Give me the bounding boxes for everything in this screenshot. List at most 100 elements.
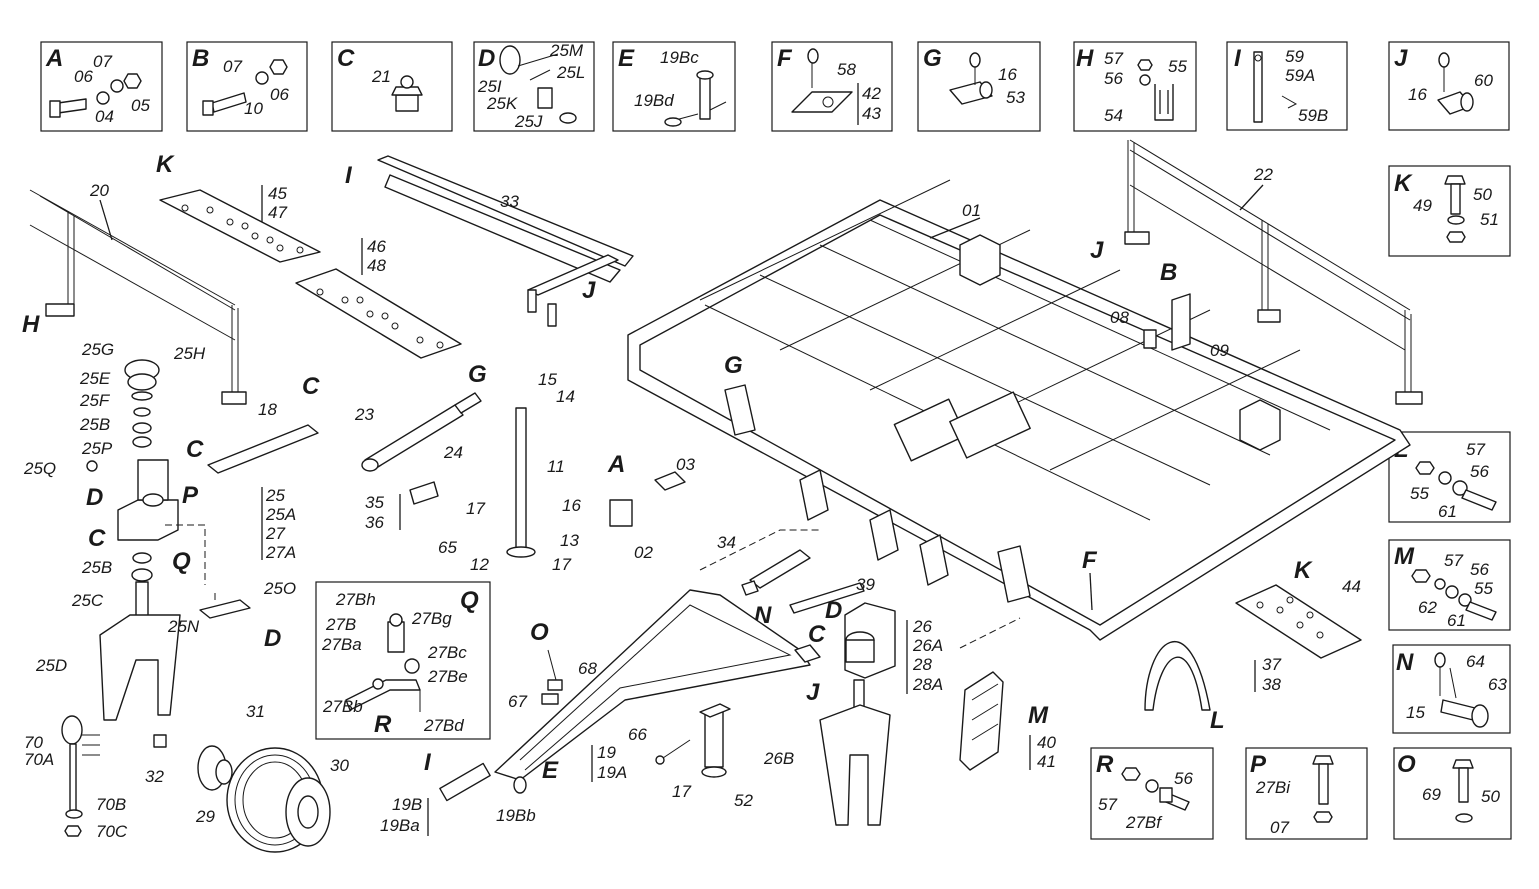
part-callout: B bbox=[192, 45, 209, 72]
stand-37-38: 37 38 L bbox=[1144, 641, 1281, 734]
part-callout: 36 bbox=[365, 513, 384, 532]
detail-box-N: N 64 63 15 bbox=[1392, 644, 1511, 734]
part-callout: 02 bbox=[634, 543, 653, 562]
part-callout: 58 bbox=[837, 60, 856, 79]
part-callout: 28 bbox=[912, 655, 932, 674]
detail-box-G: G 16 53 bbox=[917, 41, 1041, 132]
part-callout: K bbox=[156, 151, 175, 178]
part-callout: 39 bbox=[856, 575, 875, 594]
part-callout: R bbox=[1096, 751, 1114, 778]
part-callout: 48 bbox=[367, 256, 386, 275]
part-callout: 30 bbox=[330, 756, 349, 775]
part-callout: G bbox=[468, 361, 487, 388]
part-callout: 07 bbox=[93, 52, 112, 71]
part-callout: P bbox=[1250, 751, 1267, 778]
part-callout: C bbox=[186, 436, 204, 463]
part-callout: 70 bbox=[24, 733, 43, 752]
part-callout: 01 bbox=[962, 201, 981, 220]
part-callout: 56 bbox=[1470, 560, 1489, 579]
part-callout: 22 bbox=[1253, 165, 1273, 184]
detail-box-M: M 57 56 55 62 61 bbox=[1388, 539, 1511, 631]
part-callout: K bbox=[1394, 170, 1413, 197]
part-callout: 27Bh bbox=[335, 590, 376, 609]
part-callout: K bbox=[1294, 557, 1313, 584]
part-callout: 27Bc bbox=[427, 643, 467, 662]
part-callout: 19Bc bbox=[660, 48, 699, 67]
part-callout: O bbox=[530, 619, 549, 646]
part-callout: 55 bbox=[1168, 57, 1187, 76]
part-callout: 41 bbox=[1037, 752, 1056, 771]
part-callout: 59 bbox=[1285, 47, 1304, 66]
detail-box-H: H 57 55 56 54 bbox=[1073, 41, 1197, 132]
part-callout: M bbox=[1394, 543, 1415, 570]
part-callout: 19Ba bbox=[380, 816, 420, 835]
part-callout: 03 bbox=[676, 455, 695, 474]
part-callout: B bbox=[1160, 259, 1177, 286]
part-callout: 07 bbox=[1270, 818, 1289, 837]
part-callout: 16 bbox=[998, 65, 1017, 84]
part-callout: H bbox=[22, 311, 40, 338]
part-callout: 34 bbox=[717, 533, 736, 552]
part-callout: 26A bbox=[912, 636, 943, 655]
detail-box-P: P 27Bi 07 bbox=[1245, 747, 1368, 840]
part-callout: J bbox=[806, 679, 820, 706]
part-callout: H bbox=[1076, 45, 1094, 72]
part-callout: 35 bbox=[365, 493, 384, 512]
part-callout: 66 bbox=[628, 725, 647, 744]
part-callout: 27Bb bbox=[322, 697, 363, 716]
part-callout: 27Ba bbox=[321, 635, 362, 654]
part-callout: E bbox=[618, 45, 635, 72]
part-callout: 16 bbox=[1408, 85, 1427, 104]
part-callout: 25N bbox=[167, 617, 200, 636]
part-callout: D bbox=[825, 597, 842, 624]
part-callout: 06 bbox=[270, 85, 289, 104]
part-callout: 25M bbox=[549, 41, 584, 60]
part-callout: 09 bbox=[1210, 341, 1229, 360]
part-callout: 27Bi bbox=[1255, 778, 1291, 797]
part-callout: C bbox=[302, 373, 320, 400]
part-callout: 42 bbox=[862, 84, 881, 103]
part-callout: 27A bbox=[265, 543, 296, 562]
part-callout: 06 bbox=[74, 67, 93, 86]
part-callout: F bbox=[777, 45, 793, 72]
detail-box-B: B 07 06 10 bbox=[186, 41, 308, 132]
ladder-40-41: 40 41 M bbox=[959, 671, 1056, 771]
part-callout: 69 bbox=[1422, 785, 1441, 804]
part-callout: 25H bbox=[173, 344, 206, 363]
part-callout: 27 bbox=[265, 524, 285, 543]
part-callout: E bbox=[542, 757, 559, 784]
part-callout: M bbox=[1028, 702, 1049, 729]
part-callout: P bbox=[182, 482, 199, 509]
part-callout: 23 bbox=[354, 405, 374, 424]
part-callout: N bbox=[1396, 649, 1414, 676]
part-callout: 25Q bbox=[23, 459, 56, 478]
part-callout: 25E bbox=[79, 369, 111, 388]
detail-box-J: J 60 16 bbox=[1388, 41, 1510, 131]
wheel-assembly: 25G 25H 25E 25F 25B 25P 25Q 25 25A 27 27… bbox=[23, 340, 349, 853]
part-callout: G bbox=[923, 45, 942, 72]
part-callout: 56 bbox=[1470, 462, 1489, 481]
part-callout: 43 bbox=[862, 104, 881, 123]
part-callout: 31 bbox=[246, 702, 265, 721]
part-callout: 55 bbox=[1474, 579, 1493, 598]
part-callout: 27Be bbox=[427, 667, 468, 686]
part-callout: 59A bbox=[1285, 66, 1315, 85]
part-callout: 27Bg bbox=[411, 609, 452, 628]
part-callout: 15 bbox=[538, 370, 557, 389]
part-callout: 25B bbox=[79, 415, 110, 434]
part-callout: 25J bbox=[514, 112, 543, 131]
part-callout: 25F bbox=[79, 391, 111, 410]
part-callout: 19Bd bbox=[634, 91, 674, 110]
part-callout: 25K bbox=[486, 94, 518, 113]
part-callout: 65 bbox=[438, 538, 457, 557]
detail-box-L: L 57 56 55 61 bbox=[1388, 431, 1511, 523]
railing-20: 20 H bbox=[22, 181, 247, 405]
part-callout: 04 bbox=[95, 107, 114, 126]
part-callout: O bbox=[1397, 751, 1416, 778]
part-callout: 64 bbox=[1466, 652, 1485, 671]
part-callout: 40 bbox=[1037, 733, 1056, 752]
part-callout: 57 bbox=[1444, 551, 1463, 570]
part-callout: 61 bbox=[1447, 611, 1466, 630]
part-callout: J bbox=[582, 277, 596, 304]
